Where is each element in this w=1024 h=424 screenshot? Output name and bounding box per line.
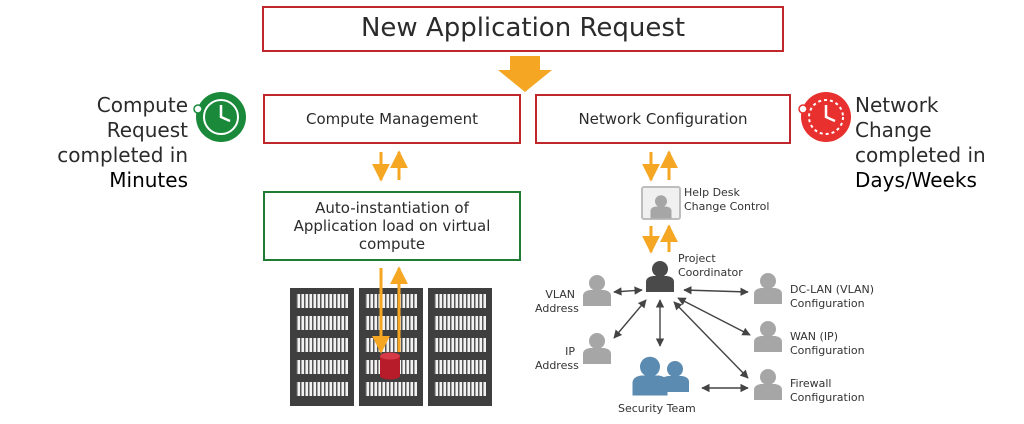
new-application-request-box: New Application Request [262, 6, 784, 52]
helpdesk-monitor-icon [641, 186, 681, 220]
down-arrow-icon [498, 56, 552, 92]
network-completion-note: Network Change completed in Days/Weeks [855, 93, 986, 192]
compute-management-label: Compute Management [306, 110, 478, 128]
network-configuration-label: Network Configuration [578, 110, 748, 128]
security-team-label: Security Team [618, 402, 696, 415]
compute-management-box: Compute Management [263, 94, 521, 144]
auto-instantiation-box: Auto-instantiation of Application load o… [263, 191, 521, 261]
database-icon [380, 352, 400, 380]
title-text: New Application Request [360, 13, 686, 44]
server-rack-icon [290, 288, 354, 406]
clock-icon [193, 92, 246, 142]
compute-completion-note: Compute Request completed in Minutes [57, 93, 188, 192]
dc-lan-label: DC-LAN (VLAN)Configuration [790, 283, 874, 311]
auto-instantiation-label: Auto-instantiation of Application load o… [293, 199, 491, 253]
clock-icon [798, 92, 851, 142]
server-rack-icon [428, 288, 492, 406]
network-configuration-box: Network Configuration [535, 94, 791, 144]
wan-ip-label: WAN (IP)Configuration [790, 330, 865, 358]
